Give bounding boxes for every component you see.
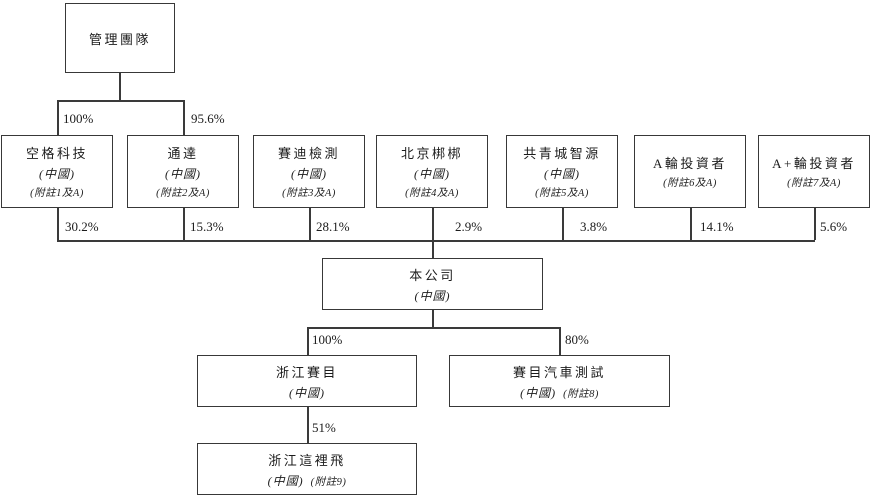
node-note: (附註7及A) (787, 178, 841, 189)
node-shareholder-tongda: 通達 (中國) (附註2及A) (127, 135, 239, 208)
node-label: 北京梆梆 (400, 146, 463, 161)
node-management-team: 管理團隊 (65, 3, 175, 73)
node-label: A輪投資者 (653, 156, 727, 171)
connector-bus-to-company (432, 240, 434, 258)
connector-kongge-down (57, 208, 59, 240)
node-label: 通達 (167, 146, 199, 161)
node-label: 共青城智源 (523, 146, 601, 161)
node-jurisdiction: (中國) (289, 385, 325, 400)
node-jurisdiction: (中國) (267, 473, 304, 488)
connector-subsidiaries-split (307, 327, 560, 329)
pct-a-plus-round-company: 5.6% (820, 219, 848, 234)
node-label: 浙江賽目 (275, 364, 338, 380)
pct-company-zhejiang-saimu: 100% (312, 332, 343, 347)
node-sub-line: (中國) (附註9) (268, 472, 347, 489)
connector-management-to-tongda (183, 100, 185, 135)
node-shareholder-gongqingcheng-zhiyuan: 共青城智源 (中國) (附註5及A) (506, 135, 618, 208)
node-jurisdiction: (中國) (520, 385, 557, 400)
node-label: 賽目汽車測試 (512, 364, 606, 380)
connector-bangbang-down (432, 208, 434, 240)
node-label: 本公司 (409, 267, 456, 283)
node-shareholder-a-plus-round-investors: A+輪投資者 (附註7及A) (758, 135, 870, 208)
node-saimu-auto-testing: 賽目汽車測試 (中國) (附註8) (449, 355, 670, 407)
node-jurisdiction: (中國) (291, 167, 327, 181)
node-label: 賽迪檢測 (277, 146, 340, 161)
node-label: 空格科技 (25, 146, 88, 161)
node-label: 浙江這裡飛 (268, 452, 346, 468)
pct-saidi-company: 28.1% (316, 219, 350, 234)
connector-zhiyuan-down (562, 208, 564, 240)
connector-a-plus-round-down (814, 208, 816, 240)
connector-to-zhejiang-zhelifei (307, 407, 309, 443)
pct-zhiyuan-company: 3.8% (580, 219, 608, 234)
node-note: (附註9) (310, 476, 347, 488)
pct-management-tongda: 95.6% (191, 111, 225, 126)
node-shareholder-kongge-keji: 空格科技 (中國) (附註1及A) (1, 135, 113, 208)
node-jurisdiction: (中國) (544, 167, 580, 181)
node-note: (附註4及A) (405, 188, 459, 199)
pct-tongda-company: 15.3% (190, 219, 224, 234)
connector-saidi-down (309, 208, 311, 240)
connector-management-down (119, 73, 121, 100)
node-shareholder-a-round-investors: A輪投資者 (附註6及A) (634, 135, 746, 208)
node-jurisdiction: (中國) (39, 167, 75, 181)
connector-company-down (432, 310, 434, 327)
pct-company-saimu-auto-testing: 80% (565, 332, 589, 347)
node-shareholder-beijing-bangbang: 北京梆梆 (中國) (附註4及A) (376, 135, 488, 208)
pct-a-round-company: 14.1% (700, 219, 734, 234)
pct-management-kongge: 100% (63, 111, 94, 126)
node-zhejiang-saimu: 浙江賽目 (中國) (197, 355, 417, 407)
connector-to-zhejiang-saimu (307, 327, 309, 355)
node-shareholder-saidi-jiance: 賽迪檢測 (中國) (附註3及A) (253, 135, 365, 208)
node-note: (附註2及A) (156, 188, 210, 199)
connector-a-round-down (690, 208, 692, 240)
connector-tongda-down (183, 208, 185, 240)
connector-management-split (57, 100, 184, 102)
node-note: (附註8) (563, 388, 599, 400)
node-note: (附註5及A) (535, 188, 589, 199)
connector-management-to-kongge (57, 100, 59, 135)
node-jurisdiction: (中國) (414, 288, 451, 303)
pct-bangbang-company: 2.9% (455, 219, 483, 234)
node-jurisdiction: (中國) (414, 167, 450, 181)
node-note: (附註3及A) (282, 188, 336, 199)
node-label: A+輪投資者 (772, 156, 856, 171)
node-zhejiang-zhelifei: 浙江這裡飛 (中國) (附註9) (197, 443, 417, 495)
node-label: 管理團隊 (88, 31, 151, 47)
node-company: 本公司 (中國) (322, 258, 543, 310)
connector-to-saimu-auto-testing (559, 327, 561, 355)
node-note: (附註6及A) (663, 178, 717, 189)
node-note: (附註1及A) (30, 188, 84, 199)
node-sub-line: (中國) (附註8) (520, 384, 599, 401)
pct-saimu-zhelifei: 51% (312, 420, 336, 435)
pct-kongge-company: 30.2% (65, 219, 99, 234)
node-jurisdiction: (中國) (165, 167, 201, 181)
connector-shareholders-bus (57, 240, 815, 242)
